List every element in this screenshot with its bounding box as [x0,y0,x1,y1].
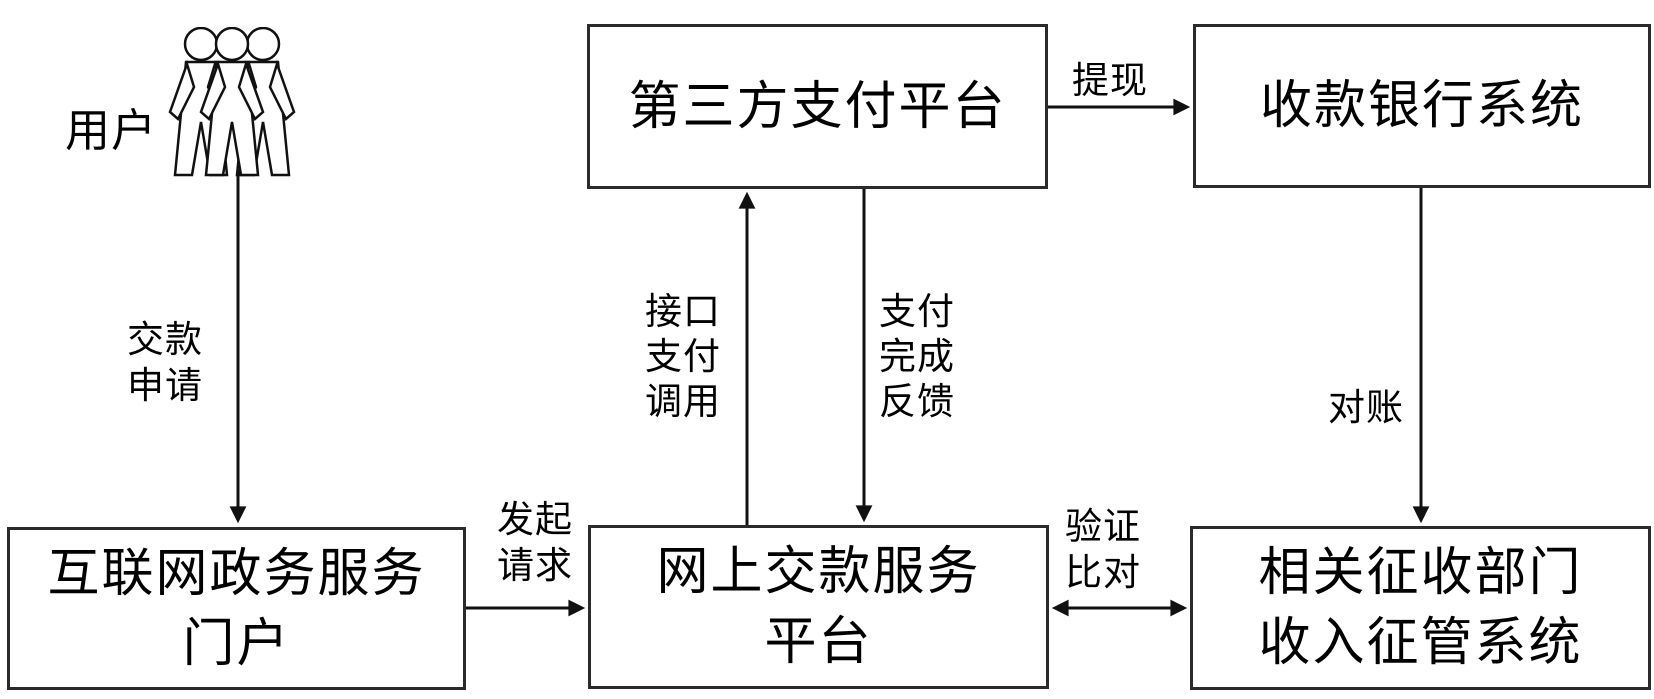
box-label-line: 相关征收部门 [1258,544,1583,602]
box-label-line: 门户 [182,614,291,673]
label-verification-comparison: 验证 比对 [1057,504,1149,596]
box-third-party-payment-platform: 第三方支付平台 [587,24,1048,189]
box-collection-dept-revenue-system: 相关征收部门 收入征管系统 [1190,526,1651,690]
label-line: 完成 [879,336,955,377]
user-node-label: 用户 [65,105,158,156]
label-line: 比对 [1065,552,1141,593]
label-interface-payment-call: 接口 支付 调用 [637,289,729,424]
box-receiving-bank-system: 收款银行系统 [1193,24,1651,188]
label-line: 交款 [127,319,203,360]
box-label-line: 收入征管系统 [1258,614,1583,672]
label-line: 调用 [645,381,721,422]
box-label: 收款银行系统 [1259,77,1584,135]
box-label-line: 互联网政务服务 [47,544,426,603]
label-line: 支付 [645,336,721,377]
label-payment-completion-feedback: 支付 完成 反馈 [871,289,963,424]
label-line: 支付 [879,291,955,332]
box-label: 第三方支付平台 [628,77,1007,136]
label-initiate-request: 发起 请求 [489,497,581,589]
label-line: 请求 [497,545,573,586]
label-payment-application: 交款 申请 [119,317,211,409]
box-internet-gov-service-portal: 互联网政务服务 门户 [7,527,466,690]
label-line: 验证 [1065,506,1141,547]
label-withdrawal: 提现 [1072,60,1148,101]
box-label-line: 网上交款服务 [656,543,981,601]
label-reconciliation: 对账 [1328,387,1404,428]
label-line: 发起 [497,499,573,540]
box-online-payment-service-platform: 网上交款服务 平台 [588,525,1049,689]
label-line: 申请 [127,365,203,406]
label-line: 接口 [645,291,721,332]
label-line: 反馈 [879,381,955,422]
box-label-line: 平台 [764,613,873,671]
